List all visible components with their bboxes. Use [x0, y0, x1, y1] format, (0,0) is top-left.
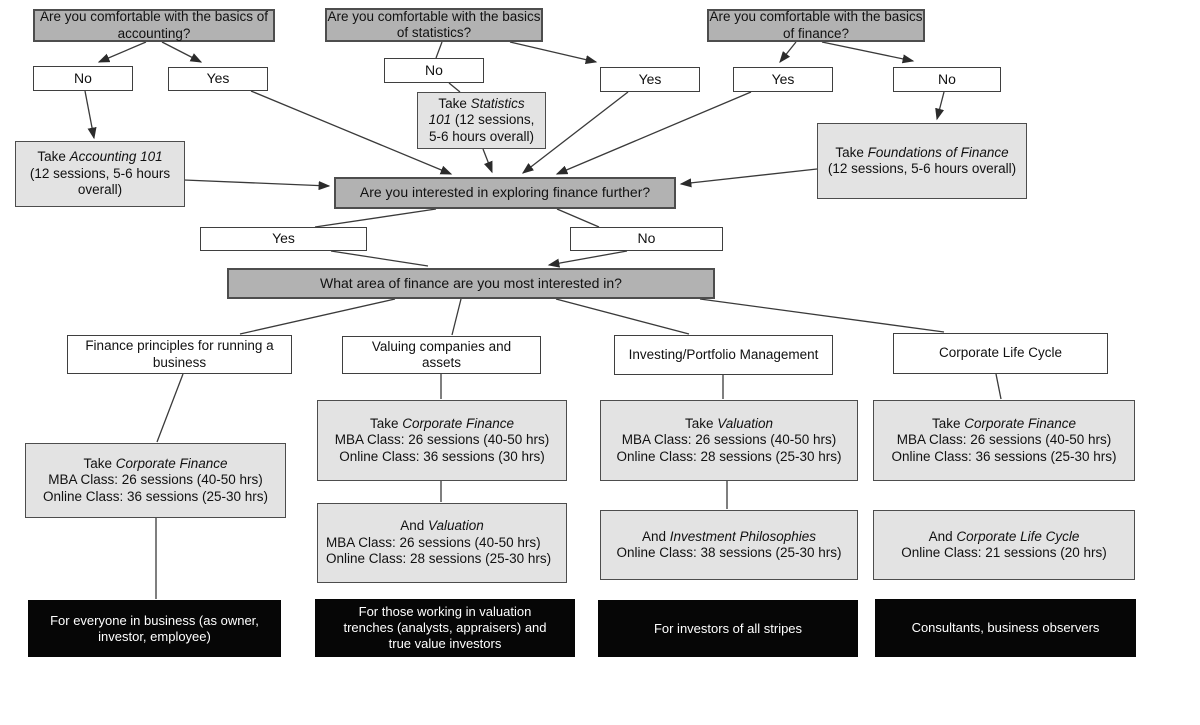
course-prefix: Take: [684, 415, 718, 431]
course-title: Corporate Life Cycle: [956, 528, 1080, 544]
course-statistics-101: Take Statistics 101 (12 sessions, 5-6 ho…: [417, 92, 546, 149]
area-corporate-life-cycle: Corporate Life Cycle: [893, 333, 1108, 374]
edge-area-to-lifecycle: [699, 298, 945, 333]
option-no-accounting: No: [33, 66, 133, 91]
course-prefix: Take: [369, 415, 403, 431]
edge-principles-to-course: [156, 373, 184, 443]
option-no-finance: No: [893, 67, 1001, 92]
course-and-corporate-life-cycle: And Corporate Life Cycle Online Class: 2…: [873, 510, 1135, 580]
edge-finance-to-yes: [779, 41, 797, 64]
edge-nostats-to-statistics101: [448, 82, 461, 93]
course-prefix: Take: [438, 95, 471, 111]
course-title: Corporate Finance: [115, 455, 228, 471]
edge-nofin-to-foundations: [935, 91, 945, 121]
edge-accounting101-to-interested: [183, 179, 331, 191]
course-foundations-of-finance: Take Foundations of Finance (12 sessions…: [817, 123, 1027, 199]
question-accounting-basics: Are you comfortable with the basics of a…: [33, 9, 275, 42]
edge-statistics-to-yes: [509, 41, 598, 65]
course-mba-line: MBA Class: 26 sessions (40-50 hrs): [48, 472, 263, 488]
edge-area-to-investing: [555, 298, 690, 335]
edge-statistics-to-no: [435, 41, 443, 59]
area-investing-portfolio: Investing/Portfolio Management: [614, 335, 833, 375]
edge-finance-to-no: [821, 41, 915, 64]
audience-investors-all-stripes: For investors of all stripes: [598, 600, 858, 657]
option-yes-statistics: Yes: [600, 67, 700, 92]
course-title: Valuation: [717, 415, 774, 431]
audience-consultants-observers: Consultants, business observers: [875, 599, 1136, 657]
option-no-interested: No: [570, 227, 723, 251]
course-detail: (12 sessions, 5-6 hours overall): [29, 165, 171, 198]
course-detail: (12 sessions,: [451, 112, 535, 128]
question-statistics-basics: Are you comfortable with the basics of s…: [325, 8, 543, 42]
course-online-line: Online Class: 36 sessions (25-30 hrs): [42, 488, 269, 504]
edge-lifecycle-to-course: [995, 373, 1002, 400]
course-title: Corporate Finance: [402, 415, 515, 431]
edge-no-to-area: [547, 250, 628, 268]
course-mba-line: MBA Class: 26 sessions (40-50 hrs): [896, 432, 1112, 448]
course-mba-line: MBA Class: 26 sessions (40-50 hrs): [334, 432, 550, 448]
course-corporate-finance-principles: Take Corporate Finance MBA Class: 26 ses…: [25, 443, 286, 518]
course-title: Valuation: [427, 518, 484, 534]
edge-area-to-valuing: [451, 298, 462, 336]
edge-accounting-to-no: [97, 41, 147, 63]
edge-interested-to-yes: [314, 208, 437, 228]
course-detail-2: 5-6 hours overall): [428, 128, 535, 144]
course-prefix: And: [928, 528, 957, 544]
course-prefix: Take: [835, 144, 868, 160]
edge-no-to-accounting101: [84, 90, 97, 140]
course-prefix: Take: [931, 415, 965, 431]
course-title-cont: 101: [428, 112, 452, 128]
option-yes-interested: Yes: [200, 227, 367, 251]
course-online-line: Online Class: 28 sessions (25-30 hrs): [616, 448, 842, 464]
question-finance-basics: Are you comfortable with the basics of f…: [707, 9, 925, 42]
audience-valuation-trenches: For those working in valuation trenches …: [315, 599, 575, 657]
course-accounting-101: Take Accounting 101 (12 sessions, 5-6 ho…: [15, 141, 185, 207]
course-title: Investment Philosophies: [669, 528, 817, 544]
question-explore-finance-further: Are you interested in exploring finance …: [334, 177, 676, 209]
edge-statistics101-to-interested: [482, 148, 493, 174]
edge-yesfin-to-interested: [555, 91, 752, 175]
course-online-line: Online Class: 38 sessions (25-30 hrs): [616, 545, 842, 560]
course-title: Accounting 101: [69, 149, 163, 165]
course-title: Foundations of Finance: [867, 144, 1009, 160]
course-title: Corporate Finance: [964, 415, 1077, 431]
course-detail: (12 sessions, 5-6 hours overall): [827, 161, 1017, 176]
edge-interested-to-no: [556, 208, 600, 228]
course-prefix: Take: [37, 149, 70, 165]
course-valuation-investing: Take Valuation MBA Class: 26 sessions (4…: [600, 400, 858, 481]
course-corporate-finance-lifecycle: Take Corporate Finance MBA Class: 26 ses…: [873, 400, 1135, 481]
course-title: Statistics: [470, 95, 525, 111]
course-prefix: And: [641, 528, 670, 544]
course-online-line: Online Class: 36 sessions (30 hrs): [339, 448, 545, 464]
course-corporate-finance-valuing: Take Corporate Finance MBA Class: 26 ses…: [317, 400, 567, 481]
course-and-valuation: And Valuation MBA Class: 26 sessions (40…: [317, 503, 567, 583]
course-mba-line: MBA Class: 26 sessions (40-50 hrs): [326, 534, 541, 550]
course-mba-line: MBA Class: 26 sessions (40-50 hrs): [621, 432, 837, 448]
course-online-line: Online Class: 28 sessions (25-30 hrs): [326, 551, 552, 567]
course-online-line: Online Class: 21 sessions (20 hrs): [901, 545, 1107, 560]
question-finance-area: What area of finance are you most intere…: [227, 268, 715, 299]
edge-accounting-to-yes: [161, 41, 203, 63]
option-yes-accounting: Yes: [168, 67, 268, 91]
course-online-line: Online Class: 36 sessions (25-30 hrs): [891, 448, 1117, 464]
edge-area-to-principles: [239, 298, 396, 335]
edge-foundations-to-interested: [679, 168, 818, 188]
area-finance-principles: Finance principles for running a busines…: [67, 335, 292, 374]
area-valuing-companies: Valuing companies and assets: [342, 336, 541, 374]
course-prefix: Take: [83, 455, 116, 471]
option-yes-finance: Yes: [733, 67, 833, 92]
audience-everyone-in-business: For everyone in business (as owner, inve…: [28, 600, 281, 657]
edge-yes-to-area: [330, 250, 429, 267]
course-prefix: And: [400, 518, 428, 534]
course-and-investment-philosophies: And Investment Philosophies Online Class…: [600, 510, 858, 580]
option-no-statistics: No: [384, 58, 484, 83]
